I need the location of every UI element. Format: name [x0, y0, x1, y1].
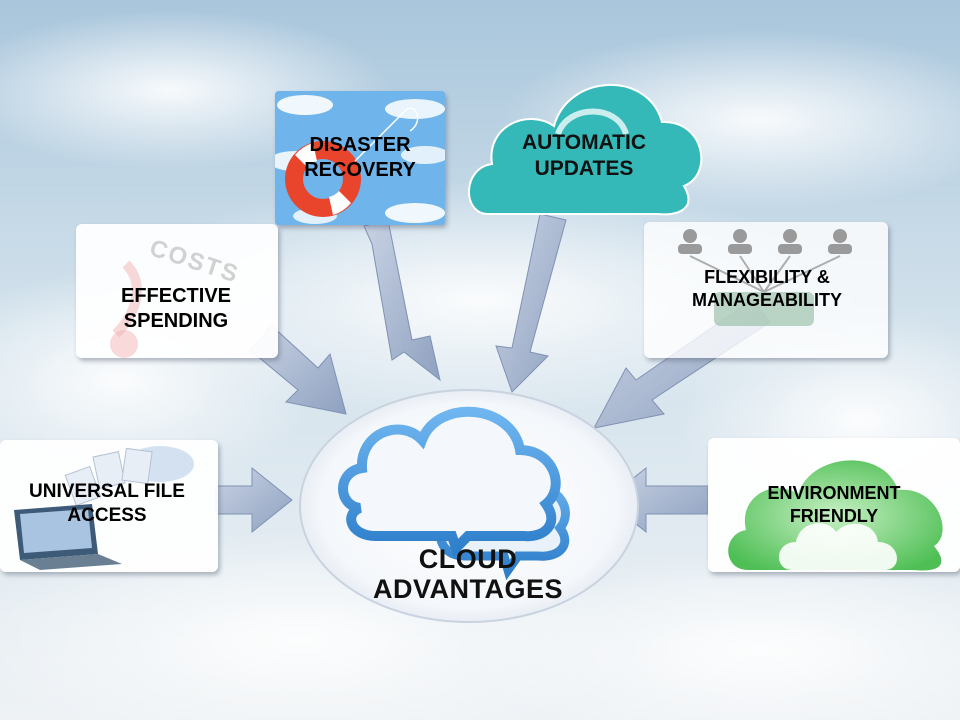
- disaster-recovery-line1: DISASTER: [309, 134, 411, 156]
- disaster-recovery-line2: RECOVERY: [304, 159, 416, 181]
- automatic-updates-label: AUTOMATIC UPDATES: [494, 130, 674, 183]
- effective-spending-label: EFFECTIVE SPENDING: [96, 284, 256, 334]
- people-network-image: [678, 229, 852, 326]
- automatic-updates-line2: UPDATES: [534, 157, 634, 181]
- environment-friendly-line1: ENVIRONMENT: [767, 483, 901, 503]
- center-cloud-icon: [338, 406, 570, 581]
- automatic-updates-line1: AUTOMATIC: [521, 131, 647, 154]
- environment-friendly-line2: FRIENDLY: [789, 505, 879, 526]
- center-label: CLOUD ADVANTAGES: [338, 544, 598, 604]
- arrow-from-universal-file-access: [215, 466, 293, 534]
- environment-friendly-label: ENVIRONMENT FRIENDLY: [726, 482, 942, 527]
- center-label-line1: CLOUD: [418, 544, 518, 574]
- arrow-from-automatic-updates: [495, 213, 567, 393]
- laptop-icon: [14, 504, 122, 570]
- disaster-recovery-node: [275, 91, 445, 225]
- flexibility-label: FLEXIBILITY & MANAGEABILITY: [650, 266, 884, 311]
- effective-spending-line1: EFFECTIVE: [120, 285, 231, 307]
- effective-spending-line2: SPENDING: [123, 310, 229, 332]
- universal-file-access-node: [0, 440, 218, 572]
- environment-friendly-node: [708, 438, 960, 572]
- arrow-from-disaster-recovery: [363, 219, 441, 382]
- center-label-line2: ADVANTAGES: [372, 574, 563, 604]
- automatic-updates-cloud-icon: [468, 84, 703, 216]
- universal-file-access-line1: UNIVERSAL FILE: [29, 481, 185, 502]
- universal-file-access-line2: ACCESS: [67, 504, 147, 526]
- center-node: [299, 389, 639, 623]
- costs-watermark-image: [110, 260, 142, 358]
- effective-spending-node: COSTS: [76, 224, 278, 358]
- green-cloud-icon: [728, 460, 943, 571]
- flexibility-line2: MANAGEABILITY: [692, 289, 842, 310]
- universal-file-access-label: UNIVERSAL FILE ACCESS: [10, 480, 204, 528]
- laptop-files-image: [14, 446, 194, 570]
- flexibility-node: [644, 222, 888, 358]
- people-icons: [678, 229, 852, 254]
- server-image: [714, 292, 814, 326]
- disaster-recovery-label: DISASTER RECOVERY: [285, 133, 435, 183]
- flexibility-line1: FLEXIBILITY &: [704, 267, 830, 287]
- sky-lifebuoy-image: [275, 91, 445, 225]
